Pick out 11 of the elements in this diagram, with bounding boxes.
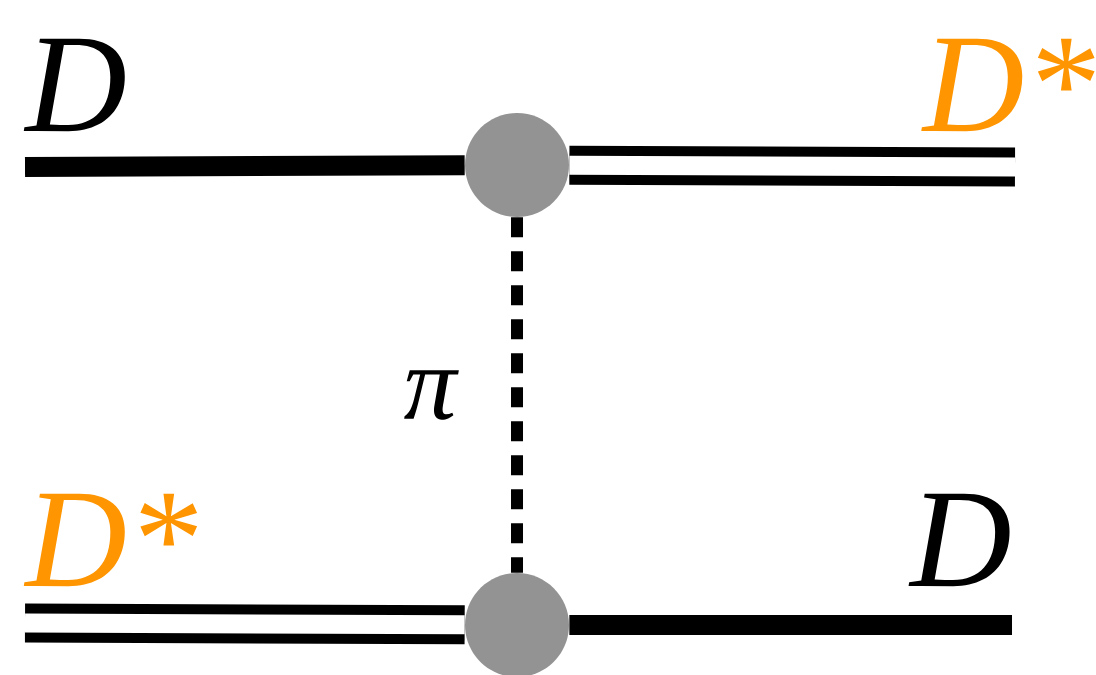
edge-label: D*: [23, 493, 198, 587]
vertex-dot: [465, 113, 569, 217]
propagator-line: [569, 615, 1012, 635]
edge-label: D: [23, 38, 125, 132]
propagator-line: [569, 145, 1016, 187]
edge-label: D: [908, 493, 1010, 587]
edge-label: D*: [921, 38, 1095, 132]
edge-label: π: [404, 370, 459, 420]
propagator-line: [24, 155, 465, 177]
propagator-line: [24, 603, 465, 645]
dashed-line: [511, 217, 523, 573]
